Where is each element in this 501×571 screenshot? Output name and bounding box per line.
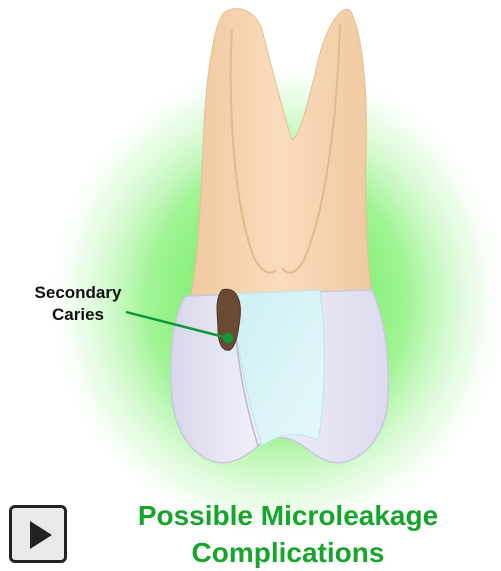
diagram-title-line-1: Possible Microleakage [78,500,498,532]
caries-pointer-dot [223,333,233,343]
play-icon [30,521,52,549]
tooth-root [190,9,372,300]
diagram-title-line-2: Complications [78,537,498,569]
caries-label-line-1: Secondary [14,283,142,303]
play-button[interactable] [9,505,67,563]
caries-label-line-2: Caries [14,305,142,325]
